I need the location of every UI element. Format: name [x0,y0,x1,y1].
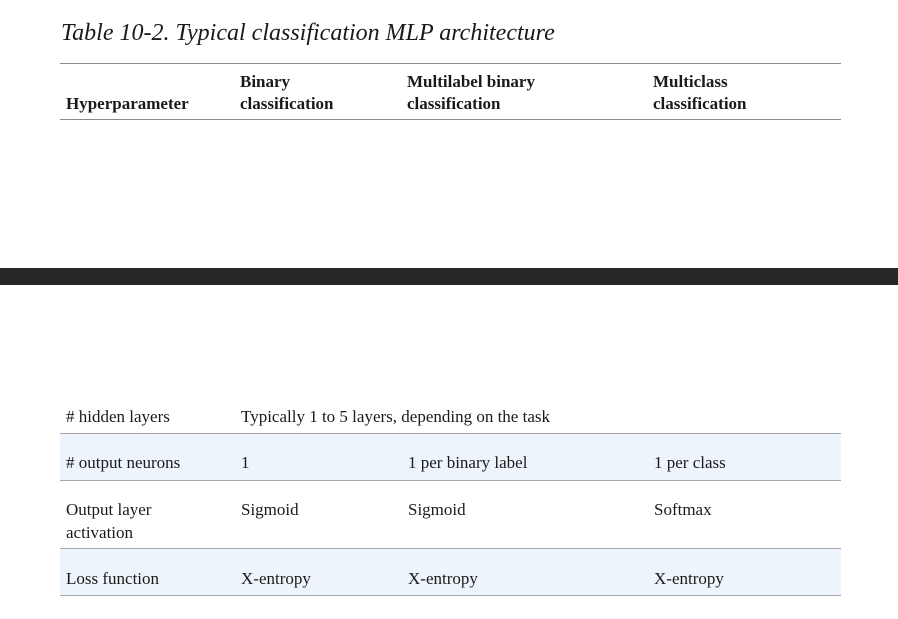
cell-hyperparameter-line1: Output layer [66,500,152,519]
table-row-output-neurons: # output neurons 1 1 per binary label 1 … [60,434,841,481]
header-multiclass-classification: Multiclass classification [653,71,747,115]
cell-hyperparameter: # hidden layers [66,407,170,426]
header-hyperparameter: Hyperparameter [66,94,189,113]
header-multilabel-binary-classification: Multilabel binary classification [407,71,535,115]
header-binary-classification: Binary classification [240,71,334,115]
cell-binary: Sigmoid [241,500,299,519]
cell-multilabel: 1 per binary label [408,453,528,472]
header-multilabel-line2: classification [407,94,501,113]
table-row-loss-function: Loss function X-entropy X-entropy X-entr… [60,549,841,596]
cell-binary: Typically 1 to 5 layers, depending on th… [241,407,550,426]
cell-multiclass: 1 per class [654,453,726,472]
header-multilabel-line1: Multilabel binary [407,72,535,91]
header-multiclass-line1: Multiclass [653,72,728,91]
table-caption: Table 10-2. Typical classification MLP a… [61,20,555,46]
table-header: Hyperparameter Binary classification Mul… [60,63,841,120]
cell-binary: X-entropy [241,569,311,588]
cell-hyperparameter: Loss function [66,569,160,588]
cell-multilabel: X-entropy [408,569,478,588]
table-row-output-activation: Output layer activation Sigmoid Sigmoid … [60,481,841,549]
header-binary-line2: classification [240,94,334,113]
header-multiclass-line2: classification [653,94,747,113]
cell-hyperparameter-line2: activation [66,523,134,542]
cell-binary: 1 [241,453,250,472]
cell-multilabel: Sigmoid [408,500,466,519]
page-divider-band [0,268,898,285]
cell-hyperparameter: # output neurons [66,453,181,472]
cell-multiclass: Softmax [654,500,712,519]
header-binary-line1: Binary [240,72,291,91]
cell-multiclass: X-entropy [654,569,724,588]
table-row-hidden-layers: # hidden layers Typically 1 to 5 layers,… [60,395,841,434]
cell-hyperparameter: Output layer activation [66,498,151,544]
